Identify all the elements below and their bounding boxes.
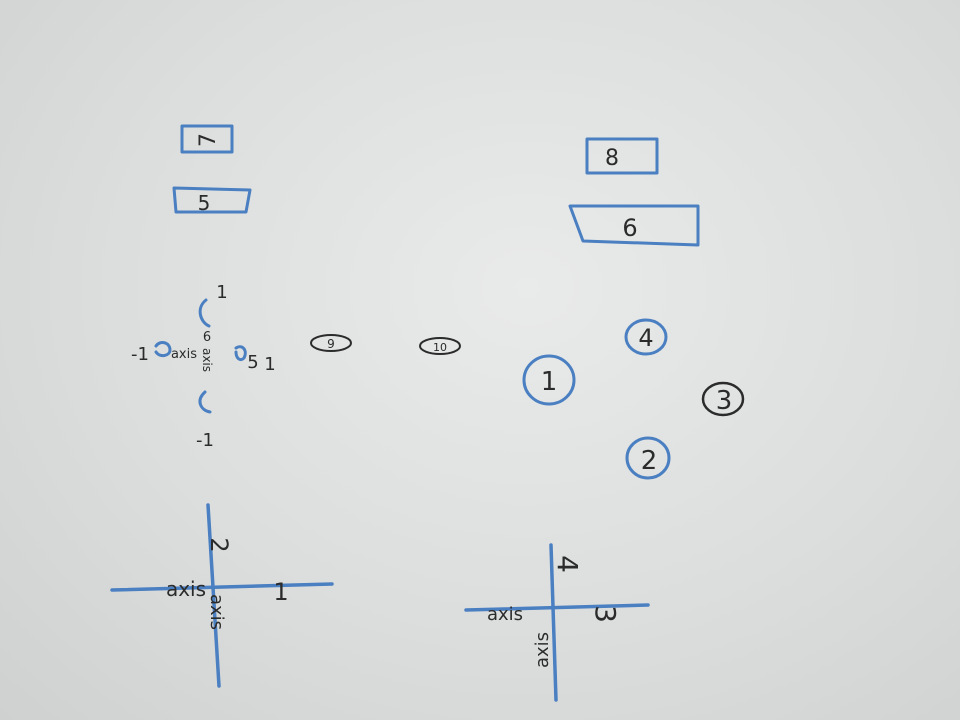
circle-4-label: 4: [638, 324, 653, 352]
top-arc: [198, 298, 211, 328]
axis-bottom-right-horizontal: [464, 603, 650, 612]
small-circle-10: 10: [419, 337, 461, 355]
small-axis-top-tick: 1: [216, 282, 227, 303]
small-axis-x-number: 5: [247, 352, 258, 373]
small-axis-right-tick: 1: [264, 354, 275, 375]
axis-bottom-right-vertical: [549, 543, 558, 702]
axis-bottom-left-vertical: [206, 503, 221, 688]
small-axis-left-tick: -1: [131, 344, 149, 365]
left-arc: [154, 341, 172, 358]
circle-4: 4: [624, 318, 668, 356]
axis-bottom-left-y-number: 2: [205, 537, 233, 552]
axis-bottom-left-y-label: axis: [206, 594, 227, 630]
axis-bottom-right-x-number: 3: [589, 605, 622, 623]
axis-bottom-right: axis axis 3 4: [464, 543, 650, 702]
axis-bottom-left-x-number: 1: [273, 578, 288, 606]
box-5: 5: [172, 186, 252, 215]
circle-2: 2: [625, 436, 671, 480]
box-8-label: 8: [605, 146, 619, 171]
axis-bottom-right-y-number: 4: [551, 555, 584, 573]
box-7-label: 7: [196, 133, 221, 147]
axis-bottom-right-y-label: axis: [532, 632, 553, 668]
small-axis-figure: 1 -1 -1 1 axis axis 5 6: [131, 282, 276, 451]
axis-bottom-right-x-label: axis: [487, 604, 523, 625]
box-7: 7: [180, 124, 234, 154]
box-5-label: 5: [198, 191, 211, 215]
small-axis-x-label: axis: [171, 347, 197, 362]
right-arc: [234, 345, 247, 362]
small-axis-bottom-tick: -1: [196, 430, 214, 451]
box-8: 8: [585, 137, 659, 175]
small-circle-9: 9: [310, 334, 352, 352]
circle-3: 3: [701, 381, 745, 417]
axis-bottom-left-x-label: axis: [166, 577, 206, 601]
box-6-label: 6: [622, 214, 637, 242]
circle-1: 1: [522, 354, 576, 406]
small-circle-10-label: 10: [433, 341, 447, 354]
box-6: 6: [568, 204, 700, 247]
circle-2-label: 2: [641, 446, 658, 476]
small-axis-y-label: axis: [200, 348, 214, 372]
axis-bottom-left-horizontal: [110, 582, 334, 592]
small-axis-y-number: 6: [203, 330, 211, 345]
circle-1-label: 1: [541, 367, 558, 397]
circle-3-label: 3: [716, 386, 733, 416]
small-circle-9-label: 9: [327, 337, 335, 351]
axis-bottom-left: axis axis 1 2: [110, 503, 334, 688]
bottom-arc: [198, 390, 212, 414]
